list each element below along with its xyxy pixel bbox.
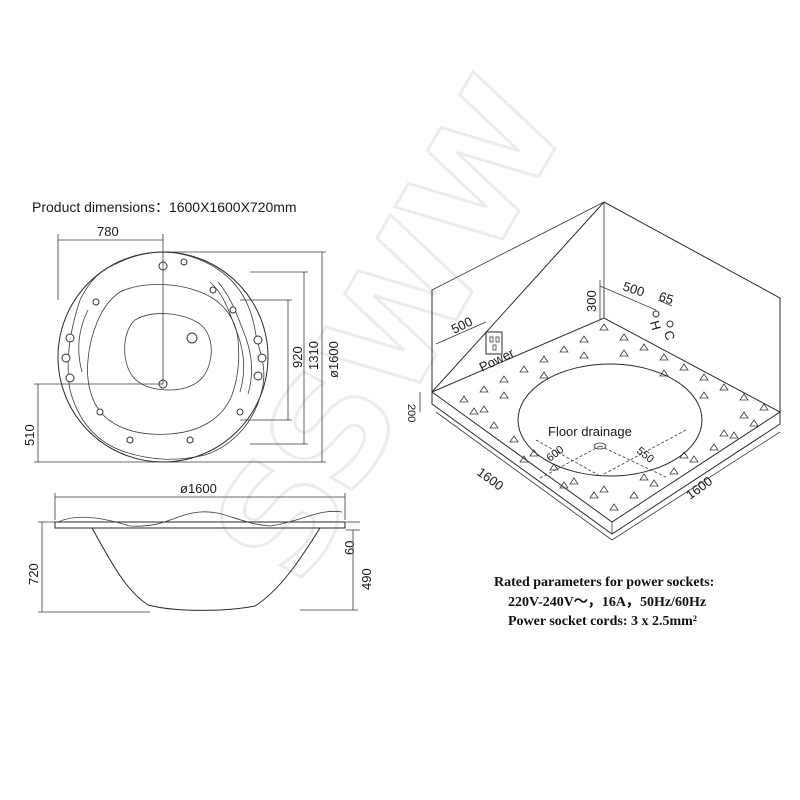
dim-300: 300 (584, 290, 599, 312)
specs-line-1: 220V-240V～，16A，50Hz/60Hz (508, 595, 706, 610)
dim-floor-width: 1600 (474, 464, 506, 493)
dim-920: 920 (290, 346, 305, 368)
hot-label: H (647, 319, 664, 332)
power-specs: Rated parameters for power sockets: 220V… (494, 575, 714, 629)
dim-510: 510 (22, 424, 37, 446)
floor-drainage-label: Floor drainage (548, 424, 632, 439)
dim-diameter-plan: ø1600 (326, 341, 341, 378)
side-view: ø1600 720 60 490 (26, 481, 374, 613)
dim-floor-depth: 1600 (683, 473, 715, 502)
dim-500-spacing: 500 (621, 279, 646, 300)
watermark: SSWW (180, 53, 601, 608)
dim-490: 490 (359, 568, 374, 590)
specs-heading: Rated parameters for power sockets: (494, 575, 714, 590)
product-dimensions-title: Product dimensions：1600X1600X720mm (32, 199, 297, 215)
floor-tread-pattern (459, 323, 769, 511)
power-label: Power (477, 345, 517, 375)
dim-60: 60 (342, 541, 357, 555)
dim-base-height: 200 (405, 404, 417, 422)
dim-65: 65 (657, 289, 675, 308)
plan-view: 780 920 1310 ø1600 510 (22, 224, 341, 463)
dim-1310: 1310 (306, 341, 321, 370)
dim-720: 720 (26, 563, 41, 585)
dim-780: 780 (97, 224, 119, 239)
cold-label: C (661, 329, 678, 342)
specs-line-2: Power socket cords: 3 x 2.5mm² (508, 614, 697, 629)
dim-diameter-side: ø1600 (180, 481, 217, 496)
